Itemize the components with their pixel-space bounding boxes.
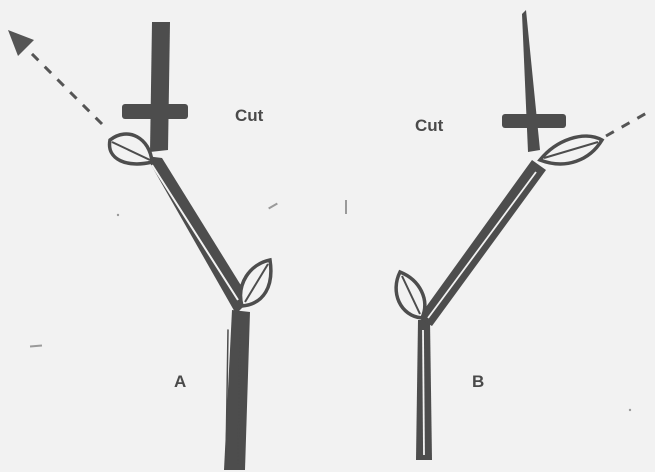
branch-a-lower-bud (241, 260, 271, 306)
branch-b-stub (522, 10, 540, 152)
branch-b: Cut B (396, 10, 652, 460)
branch-a-stub (150, 22, 170, 152)
paper-specks (30, 200, 631, 411)
branch-b-growth-line (606, 110, 652, 136)
branch-a-upper-bud (110, 134, 152, 164)
branch-b-upper-bud (540, 136, 602, 164)
arrowhead-icon (8, 30, 34, 56)
branch-a-growth-arrow (8, 30, 102, 124)
branch-a: Cut A (8, 22, 271, 470)
branch-b-cut-label: Cut (415, 116, 444, 135)
branch-a-letter-label: A (174, 372, 186, 391)
branch-a-cut-mark (122, 104, 188, 119)
branch-a-cut-label: Cut (235, 106, 264, 125)
branch-b-letter-label: B (472, 372, 484, 391)
branch-b-cut-mark (502, 114, 566, 128)
branch-b-lower-bud (396, 272, 425, 318)
